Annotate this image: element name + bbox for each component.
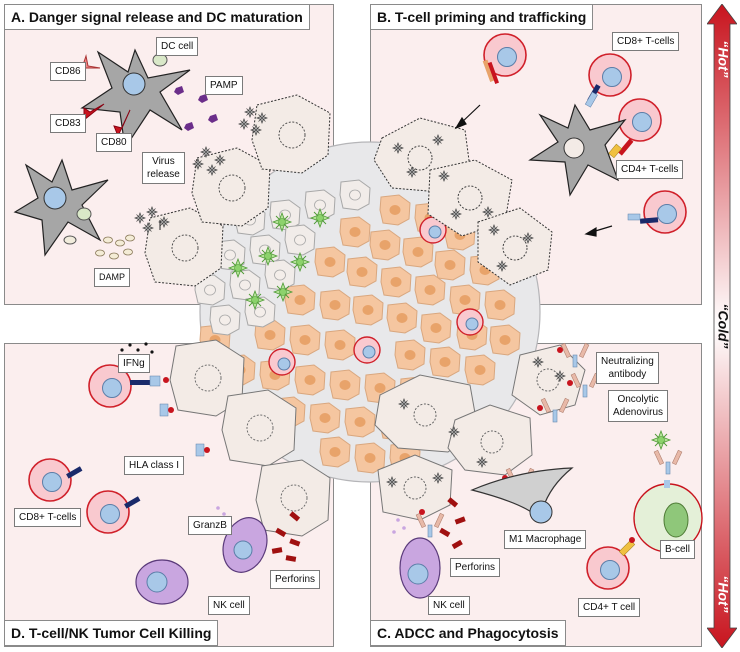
panel-title-b: B. T-cell priming and trafficking xyxy=(370,4,594,30)
damp-icon xyxy=(95,234,135,260)
label-cd86: CD86 xyxy=(50,62,86,81)
label-oncolytic-adenovirus: Oncolytic Adenovirus xyxy=(608,390,669,422)
label-cd4-t-cell: CD4+ T cell xyxy=(578,598,641,617)
label-hla-class-i: HLA class I xyxy=(124,456,185,475)
t-cell-icon xyxy=(586,537,636,590)
infected-cell-icon xyxy=(374,344,586,521)
label-cd4-t-cells: CD4+ T-cells xyxy=(616,160,684,179)
hot-cold-scale: “Hot” “Cold” “Hot” xyxy=(707,4,737,648)
macrophage-icon xyxy=(470,467,574,524)
b-cell-icon xyxy=(633,480,703,553)
label-neutralizing-antibody: Neutralizing antibody xyxy=(596,352,659,384)
dc-cell-icon xyxy=(80,48,191,150)
label-virus-release-line1: Virus xyxy=(152,156,175,167)
oncolytic-virus-icon xyxy=(651,430,671,450)
migration-arrow-icon xyxy=(454,104,613,237)
panel-title-d: D. T-cell/NK Tumor Cell Killing xyxy=(4,620,219,646)
panel-title-a: A. Danger signal release and DC maturati… xyxy=(4,4,310,30)
pamp-icon xyxy=(174,86,218,131)
dc-cell-icon xyxy=(528,103,627,197)
label-cd83: CD83 xyxy=(50,114,86,133)
cd83-receptor-icon xyxy=(83,103,105,122)
scale-hot-bottom: “Hot” xyxy=(715,575,731,612)
nk-cell-icon xyxy=(399,537,441,599)
nk-cell-icon xyxy=(135,517,268,605)
perforin-icon xyxy=(271,511,301,562)
cd80-receptor-icon xyxy=(113,109,131,138)
label-neutralizing-line2: antibody xyxy=(608,369,647,380)
granzyme-icon xyxy=(392,518,406,534)
label-virus-release-line2: release xyxy=(147,169,180,180)
label-oncolytic-line2: Adenovirus xyxy=(613,407,664,418)
label-b-cell: B-cell xyxy=(660,540,696,559)
scale-cold: “Cold” xyxy=(715,303,731,348)
hla-receptor-icon xyxy=(66,375,210,509)
perforin-icon xyxy=(439,497,466,550)
cd86-receptor-icon xyxy=(81,54,101,69)
label-cd8-t-cells-left: CD8+ T-cells xyxy=(14,508,82,527)
panel-title-c: C. ADCC and Phagocytosis xyxy=(370,620,566,646)
label-oncolytic-line1: Oncolytic xyxy=(617,394,659,405)
label-granzb: GranzB xyxy=(188,516,232,535)
label-perforins-right: Perforins xyxy=(450,558,501,577)
infected-cell-icon xyxy=(373,117,553,286)
label-neutralizing-line1: Neutralizing xyxy=(601,356,654,367)
label-m1-macrophage: M1 Macrophage xyxy=(504,530,587,549)
label-cd8-t-cells-top: CD8+ T-cells xyxy=(612,32,680,51)
double-arrow-icon xyxy=(707,4,737,648)
label-dc-cell: DC cell xyxy=(156,37,199,56)
label-virus-release: Virus release xyxy=(142,152,185,184)
label-nk-cell-right: NK cell xyxy=(428,596,470,615)
label-ifng: IFNg xyxy=(118,354,150,373)
label-nk-cell-left: NK cell xyxy=(208,596,250,615)
label-cd80: CD80 xyxy=(96,133,132,152)
tcr-receptor-icon xyxy=(482,59,659,224)
label-pamp: PAMP xyxy=(205,76,243,95)
label-perforins-left: Perforins xyxy=(270,570,321,589)
dc-cell-icon xyxy=(13,158,109,257)
label-damp: DAMP xyxy=(94,268,131,287)
scale-hot-top: “Hot” xyxy=(715,40,731,77)
virus-release-icon xyxy=(134,106,268,234)
